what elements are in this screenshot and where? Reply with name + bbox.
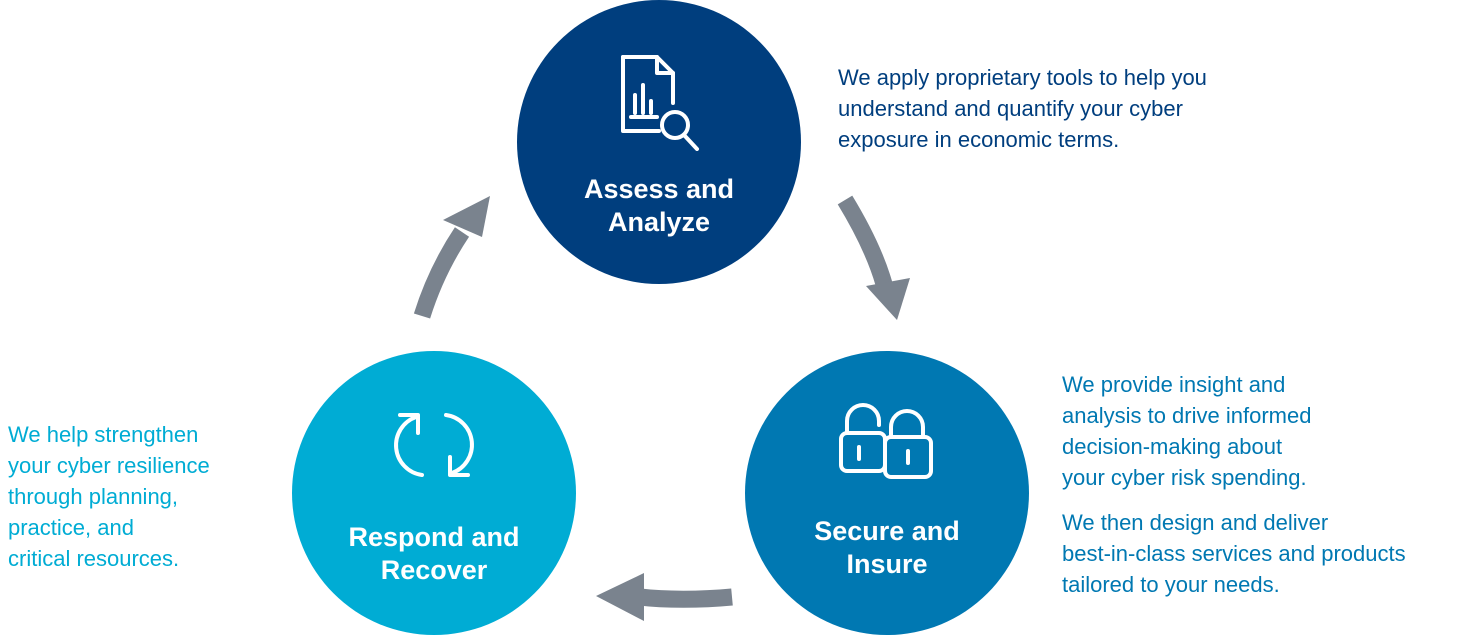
step-respond-recover: Respond and Recover <box>292 351 576 635</box>
step-title: Respond and Recover <box>348 522 520 585</box>
description-text: We then design and deliver best-in-class… <box>1062 510 1406 597</box>
description-text: We help strengthen your cyber resilience… <box>8 422 210 571</box>
padlocks-icon <box>839 403 933 479</box>
step-assess-analyze: Assess and Analyze <box>517 0 801 284</box>
respond-description: We help strengthen your cyber resilience… <box>8 419 210 574</box>
arrow-respond-to-assess <box>413 196 490 319</box>
description-text: We apply proprietary tools to help you u… <box>838 65 1207 152</box>
step-title: Assess and Analyze <box>583 174 735 237</box>
step-secure-insure: Secure and Insure <box>745 351 1029 635</box>
assess-description: We apply proprietary tools to help you u… <box>838 62 1207 155</box>
secure-description: We provide insight and analysis to drive… <box>1062 369 1406 600</box>
refresh-cycle-icon <box>394 413 474 477</box>
arrow-secure-to-respond <box>596 573 733 621</box>
report-magnifier-icon <box>621 55 699 151</box>
arrow-assess-to-secure <box>837 195 910 320</box>
step-title: Secure and Insure <box>814 516 960 579</box>
description-text: We provide insight and analysis to drive… <box>1062 372 1312 490</box>
